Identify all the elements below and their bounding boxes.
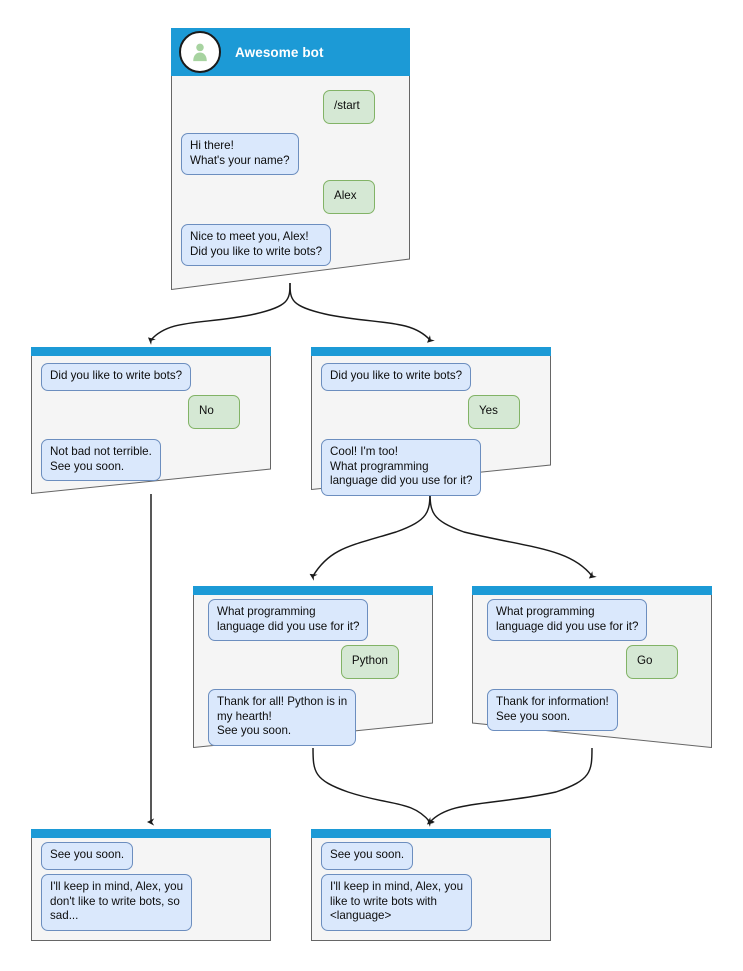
node-no-chat-log: Did you like to write bots? No Not bad n… xyxy=(31,356,271,494)
chat-bubble-bot: Did you like to write bots? xyxy=(321,363,472,391)
chat-bubble-bot: See you soon. xyxy=(41,842,134,870)
chat-bubble-user: No xyxy=(188,395,240,429)
node-end-happy[interactable]: See you soon. I'll keep in mind, Alex, y… xyxy=(311,829,551,941)
node-python-chat-log: What programming language did you use fo… xyxy=(193,595,433,748)
node-go-chat-log: What programming language did you use fo… xyxy=(472,595,712,748)
node-end-sad-chat-log: See you soon. I'll keep in mind, Alex, y… xyxy=(31,838,271,941)
node-go[interactable]: What programming language did you use fo… xyxy=(472,586,712,748)
edge-root-to-no xyxy=(147,282,291,345)
node-end-happy-chat-log: See you soon. I'll keep in mind, Alex, y… xyxy=(311,838,551,941)
node-header-bar xyxy=(31,829,271,838)
chat-bubble-bot: Not bad not terrible. See you soon. xyxy=(41,439,161,482)
node-end-sad[interactable]: See you soon. I'll keep in mind, Alex, y… xyxy=(31,829,271,941)
chat-bubble-user: Yes xyxy=(468,395,520,429)
chat-bubble-user: Go xyxy=(626,645,678,679)
chat-bubble-user: Alex xyxy=(323,180,375,214)
chat-bubble-bot: Thank for information! See you soon. xyxy=(487,689,618,732)
chat-bubble-bot: Hi there! What's your name? xyxy=(181,133,299,176)
node-yes-chat-log: Did you like to write bots? Yes Cool! I'… xyxy=(311,356,551,496)
chat-bubble-user: /start xyxy=(323,90,375,124)
edge-root-to-yes xyxy=(289,282,435,343)
chat-bubble-bot: See you soon. xyxy=(321,842,414,870)
chat-bubble-bot: Nice to meet you, Alex! Did you like to … xyxy=(181,224,332,267)
node-root[interactable]: Awesome bot /start Hi there! What's your… xyxy=(171,28,410,290)
node-header-bar xyxy=(311,347,551,356)
root-header-bar: Awesome bot xyxy=(171,28,410,76)
edge-yes-to-python xyxy=(309,489,431,581)
node-header-bar xyxy=(31,347,271,356)
node-header-bar xyxy=(311,829,551,838)
node-no[interactable]: Did you like to write bots? No Not bad n… xyxy=(31,347,271,494)
chat-bubble-bot: Did you like to write bots? xyxy=(41,363,192,391)
chat-bubble-user: Python xyxy=(340,645,399,679)
node-python[interactable]: What programming language did you use fo… xyxy=(193,586,433,748)
chat-bubble-bot: I'll keep in mind, Alex, you don't like … xyxy=(41,874,193,931)
person-avatar-icon xyxy=(179,31,221,73)
node-yes[interactable]: Did you like to write bots? Yes Cool! I'… xyxy=(311,347,551,496)
chat-bubble-bot: What programming language did you use fo… xyxy=(487,599,648,642)
chat-bubble-bot: What programming language did you use fo… xyxy=(208,599,369,642)
chat-bubble-bot: I'll keep in mind, Alex, you like to wri… xyxy=(321,874,473,931)
bot-name-label: Awesome bot xyxy=(235,44,324,60)
edge-python-to-end-happy xyxy=(312,747,435,825)
node-header-bar xyxy=(193,586,433,595)
chat-bubble-bot: Thank for all! Python is in my hearth! S… xyxy=(208,689,357,746)
edge-go-to-end-happy xyxy=(427,747,593,827)
chat-bubble-bot: Cool! I'm too! What programming language… xyxy=(321,439,482,496)
node-header-bar xyxy=(472,586,712,595)
edge-yes-to-go xyxy=(429,489,597,579)
root-chat-log: /start Hi there! What's your name? Alex … xyxy=(171,76,410,290)
